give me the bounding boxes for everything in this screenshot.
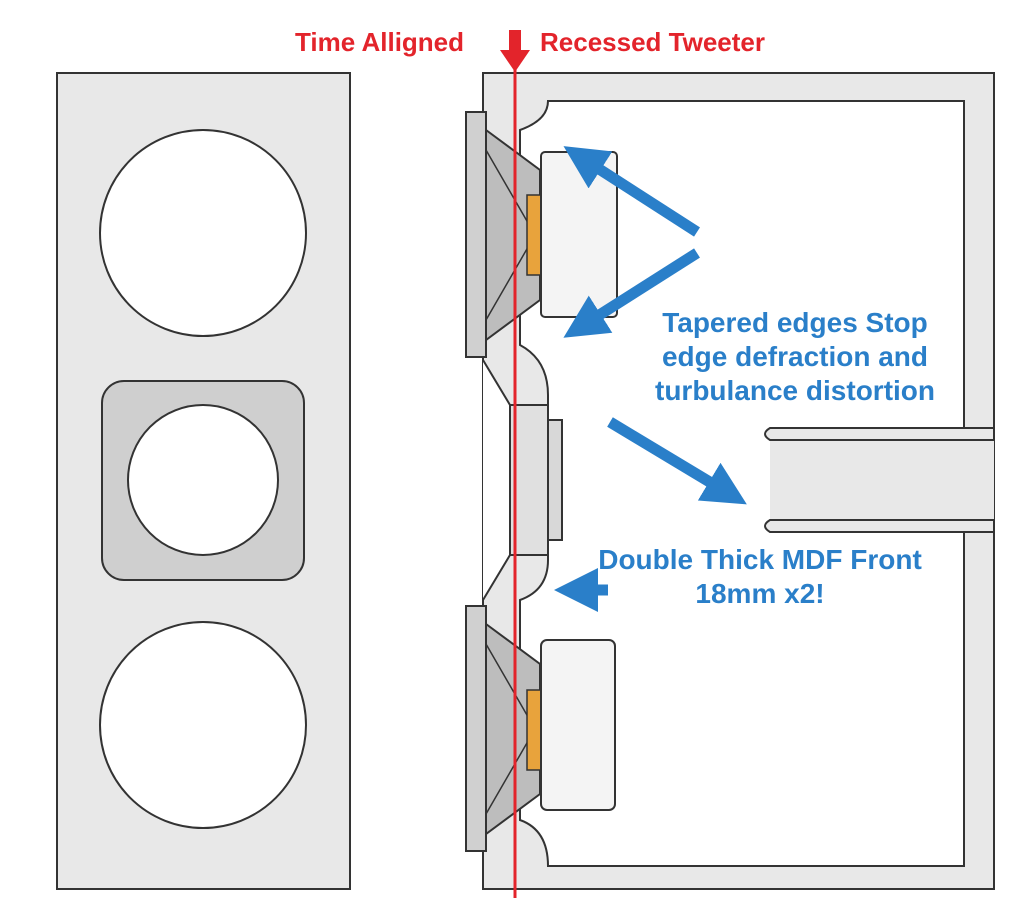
tapered-edges-line-2: edge defraction and <box>661 341 929 372</box>
annotation-arrows <box>554 146 747 612</box>
tapered-edges-annotation: Tapered edges Stop edge defraction and t… <box>630 306 960 408</box>
arrow-to-top-edge <box>563 146 700 237</box>
tapered-edges-line-1: Tapered edges Stop <box>662 307 928 338</box>
woofer-bottom-cutout <box>99 621 307 829</box>
tapered-edges-line-3: turbulance distortion <box>655 375 935 406</box>
side-view-cabinet <box>465 72 995 890</box>
mdf-front-line-1: Double Thick MDF Front <box>598 544 922 575</box>
woofer-top-cutout <box>99 129 307 337</box>
tweeter-cutout <box>127 404 279 556</box>
arrow-to-port <box>607 417 747 505</box>
mdf-front-line-2: 18mm x2! <box>695 578 825 609</box>
mdf-front-annotation: Double Thick MDF Front 18mm x2! <box>575 543 945 611</box>
front-view-baffle <box>56 72 351 890</box>
bass-port <box>770 440 994 520</box>
recessed-tweeter-label: Recessed Tweeter <box>540 27 765 57</box>
time-aligned-label: Time Alligned <box>295 27 465 57</box>
time-alignment-line <box>500 30 530 898</box>
woofer-top-side <box>465 111 618 358</box>
arrow-to-mid-edge <box>563 248 700 338</box>
woofer-bottom-side <box>465 605 616 852</box>
